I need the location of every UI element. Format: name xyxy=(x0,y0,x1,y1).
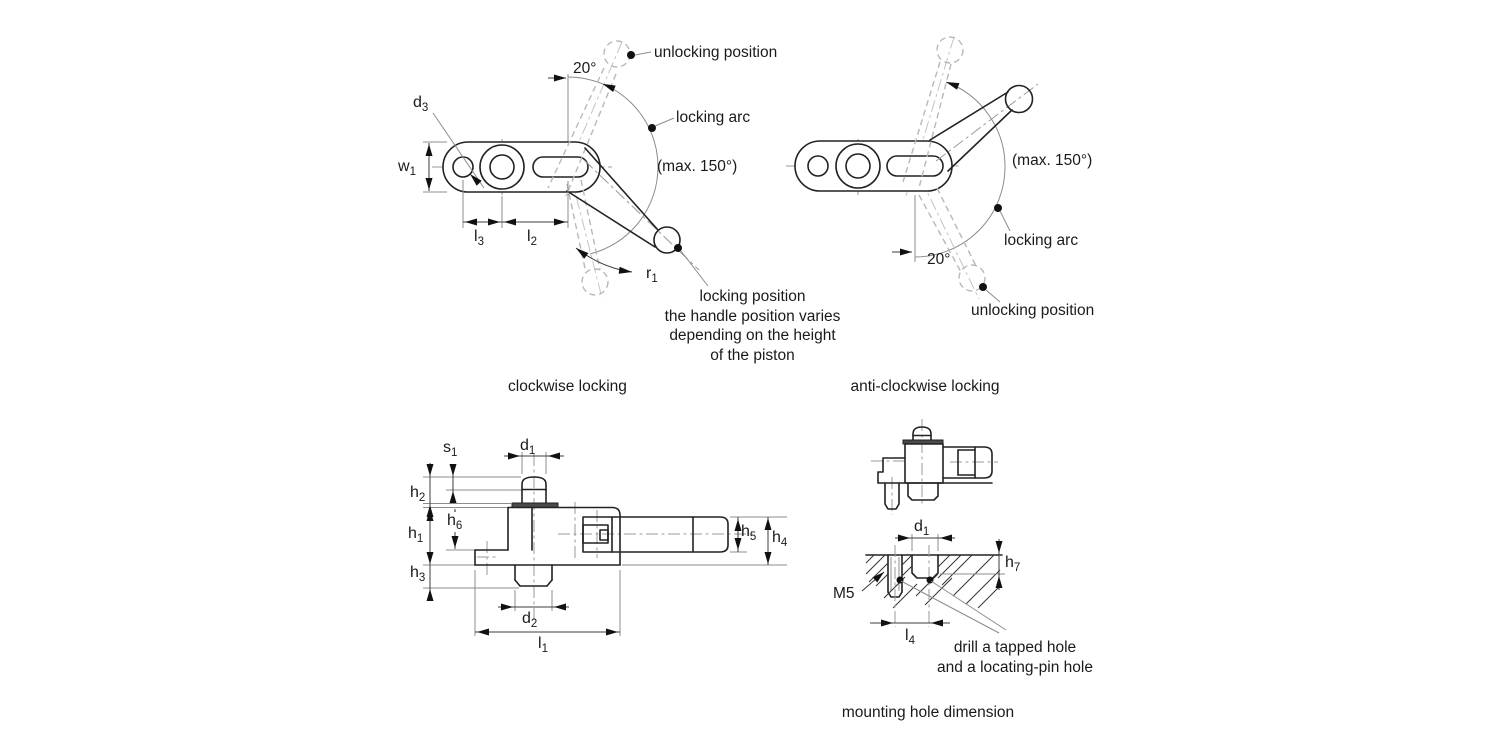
dim-w1-base: w xyxy=(398,158,410,175)
drill-note-line1: drill a tapped hole xyxy=(953,639,1077,656)
side-view-diagram xyxy=(423,452,787,636)
dim-h7-sub: 7 xyxy=(1013,562,1021,575)
dim-label-h3: h3 xyxy=(410,564,425,584)
dim-label-d1-side: d1 xyxy=(520,437,535,457)
dim-r1-base: r xyxy=(646,265,652,282)
dim-l1-sub: 1 xyxy=(541,643,548,656)
dim-label-h5: h5 xyxy=(741,523,756,543)
locking-note-line4: of the piston xyxy=(710,346,795,364)
dim-d3-base: d xyxy=(413,94,422,111)
dim-label-h7: h7 xyxy=(1005,554,1020,574)
dim-h3-base: h xyxy=(410,564,419,581)
dim-h3-sub: 3 xyxy=(418,572,426,585)
max-arc-label-cw: (max. 150°) xyxy=(657,158,738,175)
dim-d1-side-sub: 1 xyxy=(528,445,536,458)
dim-w1-sub: 1 xyxy=(409,166,416,179)
dim-h5-sub: 5 xyxy=(749,531,757,544)
clockwise-locking-diagram xyxy=(423,40,709,299)
dim-h6-sub: 6 xyxy=(455,520,463,533)
dim-label-h6: h6 xyxy=(446,512,464,533)
thread-label-m5: M5 xyxy=(833,585,855,602)
dim-h7-base: h xyxy=(1005,554,1014,571)
locking-arc-label-acw: locking arc xyxy=(1004,232,1079,249)
dim-label-l1: l1 xyxy=(538,635,548,655)
locking-note-line2: the handle position varies xyxy=(664,307,841,325)
dim-label-s1: s1 xyxy=(443,439,457,459)
dim-label-d2: d2 xyxy=(522,610,537,630)
dim-h4-sub: 4 xyxy=(780,537,788,550)
caption-anticlockwise: anti-clockwise locking xyxy=(850,378,1000,395)
dim-label-l3: l3 xyxy=(474,228,484,248)
dim-label-w1: w1 xyxy=(398,158,416,178)
caption-clockwise: clockwise locking xyxy=(508,378,627,395)
dim-label-d1-mounting: d1 xyxy=(914,518,929,538)
dim-label-h4: h4 xyxy=(772,529,787,549)
dim-h6-base: h xyxy=(447,512,456,529)
dim-label-l2: l2 xyxy=(527,228,537,248)
dim-l4-sub: 4 xyxy=(908,635,915,648)
dim-h5-base: h xyxy=(741,523,750,540)
angle-label-acw: 20° xyxy=(927,251,951,268)
dim-l4-base: l xyxy=(905,627,909,644)
dim-l2-base: l xyxy=(527,228,531,245)
caption-mounting: mounting hole dimension xyxy=(841,704,1015,721)
dim-label-r1: r1 xyxy=(646,265,658,285)
dim-h2-sub: 2 xyxy=(418,492,426,505)
dim-l2-sub: 2 xyxy=(530,236,537,249)
dim-d3-sub: 3 xyxy=(421,102,429,115)
drill-note-line2: and a locating-pin hole xyxy=(937,658,1093,676)
dim-l3-base: l xyxy=(474,228,478,245)
mounting-hole-diagram xyxy=(861,419,1007,634)
angle-label-cw: 20° xyxy=(573,60,597,77)
dim-label-h2: h2 xyxy=(410,484,425,504)
dim-d1-side-base: d xyxy=(520,437,529,454)
dim-label-h1: h1 xyxy=(408,525,423,545)
locking-position-note: locking position the handle position var… xyxy=(655,287,850,365)
locking-note-line1: locking position xyxy=(699,288,806,305)
dim-h4-base: h xyxy=(772,529,781,546)
unlocking-position-label-acw: unlocking position xyxy=(971,302,1095,319)
dim-label-d3: d3 xyxy=(413,94,428,114)
dim-d1-mount-sub: 1 xyxy=(922,526,930,539)
unlocking-position-label-cw: unlocking position xyxy=(654,44,778,61)
dim-r1-sub: 1 xyxy=(651,273,658,286)
dim-d1-mount-base: d xyxy=(914,518,923,535)
dim-d2-sub: 2 xyxy=(530,618,538,631)
dim-h1-base: h xyxy=(408,525,417,542)
dim-l1-base: l xyxy=(538,635,542,652)
dim-h1-sub: 1 xyxy=(416,533,424,546)
locking-note-line3: depending on the height xyxy=(669,327,836,344)
dim-d2-base: d xyxy=(522,610,531,627)
locking-arc-label-cw: locking arc xyxy=(676,109,751,126)
dim-s1-sub: 1 xyxy=(451,447,458,460)
dim-l3-sub: 3 xyxy=(477,236,484,249)
anticlockwise-locking-diagram xyxy=(786,36,1039,303)
dim-label-l4: l4 xyxy=(905,627,915,647)
dim-h2-base: h xyxy=(410,484,419,501)
drill-note: drill a tapped hole and a locating-pin h… xyxy=(930,638,1100,677)
dim-s1-base: s xyxy=(443,439,451,456)
max-arc-label-acw: (max. 150°) xyxy=(1012,152,1093,169)
